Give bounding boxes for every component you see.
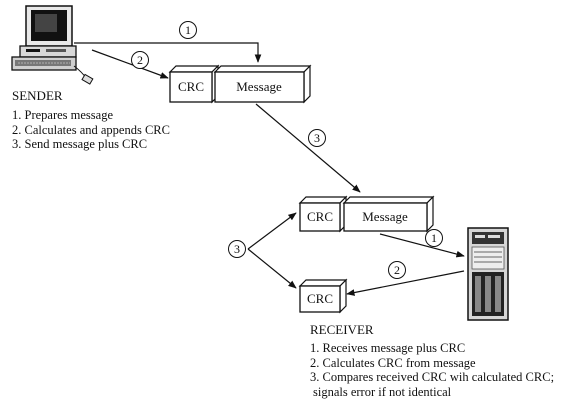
receiver-step: 2. Calculates CRC from message xyxy=(310,355,476,370)
arrows-compare xyxy=(247,212,297,289)
sender-title: SENDER xyxy=(12,88,63,103)
receiver-steps: 1. Receives message plus CRC 2. Calculat… xyxy=(310,341,554,399)
svg-text:3: 3 xyxy=(234,242,240,256)
arrow-receiver-calculated-crc xyxy=(346,270,465,296)
receiver-section: RECEIVER 1. Receives message plus CRC 2.… xyxy=(310,322,554,399)
svg-text:2: 2 xyxy=(137,53,143,67)
receiver-step: 3. Compares received CRC wih calculated … xyxy=(310,370,555,384)
sender-crc-label: CRC xyxy=(178,79,204,94)
arrow-transmission xyxy=(255,103,361,193)
arrow-message-receiver xyxy=(379,233,465,258)
sender-step: 2. Calculates and appends CRC xyxy=(12,122,170,137)
desktop-computer-icon xyxy=(11,5,94,85)
server-tower-icon xyxy=(467,227,509,321)
step-marker-1-receiver: 1 xyxy=(425,229,443,247)
step-marker-1-sender: 1 xyxy=(179,21,197,39)
sender-step: 1. Prepares message xyxy=(12,108,114,122)
step-marker-3-transmit: 3 xyxy=(308,129,326,147)
sender-crc-block: CRC xyxy=(168,64,220,104)
received-message-label: Message xyxy=(362,209,408,224)
svg-text:3: 3 xyxy=(314,131,320,145)
received-message-block: Message xyxy=(342,195,435,233)
calculated-crc-label: CRC xyxy=(307,291,333,306)
arrow-sender-crc xyxy=(91,49,169,79)
arrow-sender-message xyxy=(74,42,262,63)
sender-section: SENDER 1. Prepares message 2. Calculates… xyxy=(12,88,170,152)
sender-steps: 1. Prepares message 2. Calculates and ap… xyxy=(12,108,170,152)
svg-text:1: 1 xyxy=(431,231,437,245)
receiver-step: 1. Receives message plus CRC xyxy=(310,341,466,355)
sender-message-label: Message xyxy=(236,79,282,94)
calculated-crc-block: CRC xyxy=(298,278,348,314)
svg-text:1: 1 xyxy=(185,23,191,37)
received-crc-block: CRC xyxy=(298,195,348,233)
receiver-title: RECEIVER xyxy=(310,322,374,337)
step-marker-3-compare: 3 xyxy=(228,240,246,258)
step-marker-2-sender: 2 xyxy=(131,51,149,69)
receiver-step: signals error if not identical xyxy=(313,384,452,399)
svg-text:2: 2 xyxy=(394,263,400,277)
received-crc-label: CRC xyxy=(307,209,333,224)
step-marker-2-receiver: 2 xyxy=(388,261,406,279)
sender-message-block: Message xyxy=(213,64,312,104)
sender-step: 3. Send message plus CRC xyxy=(12,137,148,151)
